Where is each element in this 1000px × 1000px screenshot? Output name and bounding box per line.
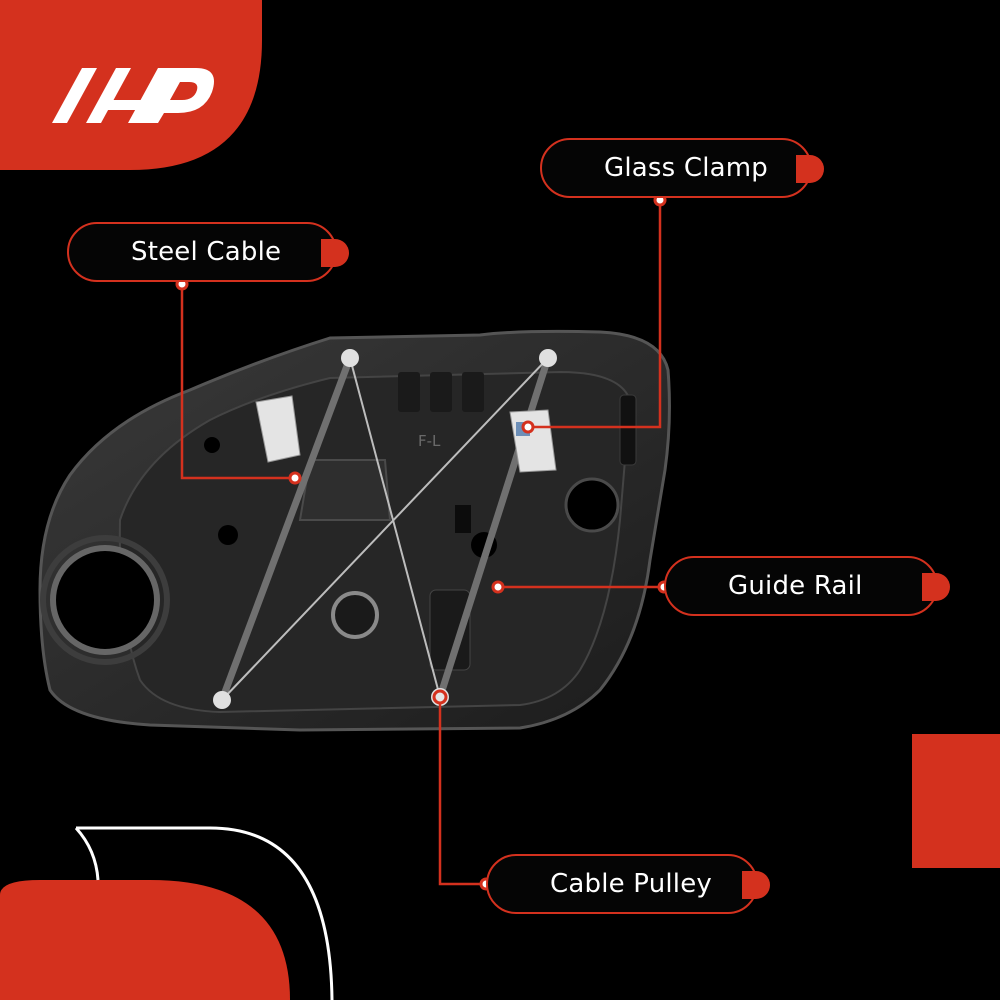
callout-cable-pulley: Cable Pulley (486, 854, 770, 914)
bottom-left-corner-shape (0, 880, 290, 1000)
glass-clamp-target-dot (521, 420, 535, 434)
regulator-motor-gear (331, 591, 379, 639)
steel-cable-target-dot (288, 471, 302, 485)
panel-slot (455, 505, 471, 533)
guide-rail-target-dot (491, 580, 505, 594)
panel-hole (564, 477, 620, 533)
steel-cable-run (221, 357, 549, 701)
panel-hole (204, 437, 220, 453)
top-left-corner-shape (0, 0, 262, 170)
bottom-left-outline-arc-inner (74, 826, 100, 881)
cable-pulley-leader (438, 700, 486, 886)
guide-rail-left (218, 356, 354, 702)
pulley-top-left (341, 349, 359, 367)
panel-marking: F-L (418, 432, 441, 450)
pulley-top-right (539, 349, 557, 367)
callout-glass-clamp: Glass Clamp (540, 138, 824, 198)
steel-cable-leader (180, 284, 295, 480)
callout-steel-cable-text: Steel Cable (131, 237, 282, 267)
panel-hole (218, 525, 238, 545)
panel-slot (619, 394, 637, 466)
callout-guide-rail-text: Guide Rail (728, 571, 863, 601)
bottom-left-outline-arc (76, 826, 334, 1000)
right-edge-tab-shape (912, 734, 1000, 868)
steel-cable-run (349, 357, 441, 698)
callout-cap (796, 155, 824, 183)
glass-clamp-left (255, 395, 301, 463)
logo-icon (52, 68, 214, 123)
panel-bracket (298, 459, 392, 521)
callout-cap (321, 239, 349, 267)
cable-pulley-target-dot (432, 689, 448, 705)
brand-logo (52, 68, 214, 123)
callout-cap (742, 871, 770, 899)
pulley-bottom-left (213, 691, 231, 709)
panel-slot (462, 372, 484, 412)
speaker-ring (40, 535, 170, 665)
panel-slot (398, 372, 420, 412)
speaker-opening (50, 545, 160, 655)
glass-clamp-leader (528, 200, 662, 429)
callout-cable-pulley-text: Cable Pulley (550, 869, 713, 899)
callout-glass-clamp-text: Glass Clamp (604, 153, 769, 183)
callout-steel-cable: Steel Cable (67, 222, 349, 282)
callout-cap (922, 573, 950, 601)
panel-slot (430, 372, 452, 412)
callout-guide-rail: Guide Rail (664, 556, 950, 616)
